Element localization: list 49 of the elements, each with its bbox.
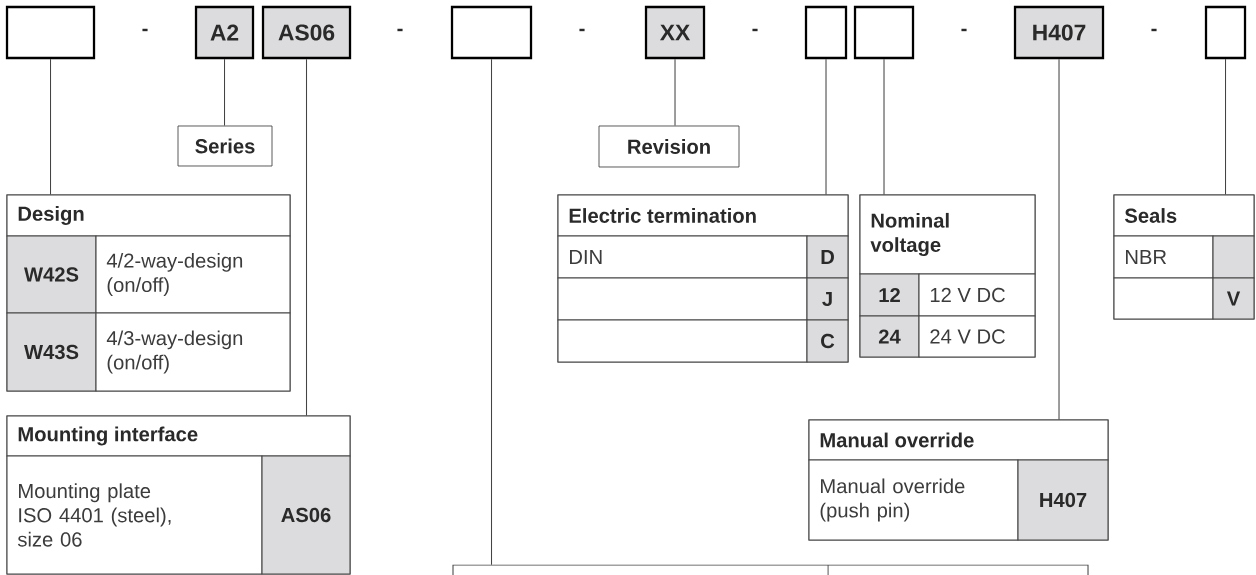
- code-box: [450, 5, 533, 60]
- leader-line: [1225, 58, 1227, 195]
- table-header: Seals: [1113, 194, 1255, 237]
- code-box: H407: [1013, 5, 1105, 60]
- separator-dash: -: [397, 28, 403, 32]
- leader-line: [825, 58, 827, 195]
- table-cell: NBR: [1113, 235, 1214, 279]
- table-header: Manual override: [808, 419, 1109, 461]
- code-box: A2: [194, 5, 255, 60]
- code-cell: V: [1212, 277, 1255, 320]
- table-frame: [452, 564, 1089, 575]
- code-cell: D: [806, 235, 849, 279]
- table-cell: 4/2-way-design (on/off): [95, 235, 291, 314]
- code-cell: W43S: [6, 312, 97, 392]
- code-box: [804, 5, 848, 60]
- leader-line: [50, 58, 52, 195]
- code-box: [853, 5, 915, 60]
- code-box: XX: [644, 5, 706, 60]
- table-cell: 12 V DC: [918, 273, 1036, 317]
- table-cell: 24 V DC: [918, 315, 1036, 358]
- code-cell: J: [806, 277, 849, 321]
- label-box: Series: [177, 125, 273, 167]
- separator-dash: -: [142, 28, 148, 32]
- code-cell: W42S: [6, 235, 97, 314]
- code-box: [5, 5, 96, 60]
- code-cell: AS06: [261, 455, 351, 575]
- table-header: Mounting interface: [6, 415, 351, 457]
- table-header: Design: [6, 194, 291, 237]
- table-cell: DIN: [557, 235, 808, 279]
- leader-line: [883, 58, 885, 195]
- separator-dash: -: [579, 28, 585, 32]
- code-box: AS06: [261, 5, 352, 60]
- code-cell: 24: [859, 315, 920, 358]
- table-cell: Manual override (push pin): [808, 459, 1019, 541]
- label-box: Revision: [598, 125, 740, 168]
- leader-line: [1058, 58, 1060, 420]
- leader-line: [674, 58, 676, 127]
- leader-line: [224, 58, 226, 127]
- code-cell: C: [806, 319, 849, 363]
- separator-dash: -: [752, 28, 758, 32]
- separator-dash: -: [1151, 28, 1157, 32]
- code-cell: H407: [1017, 459, 1109, 541]
- table-cell: 4/3-way-design (on/off): [95, 312, 291, 392]
- code-box: [1204, 5, 1247, 60]
- leader-line: [491, 58, 493, 566]
- table-header: Electric termination: [557, 194, 849, 237]
- leader-line: [306, 58, 308, 416]
- code-cell: 12: [859, 273, 920, 317]
- separator-dash: -: [961, 28, 967, 32]
